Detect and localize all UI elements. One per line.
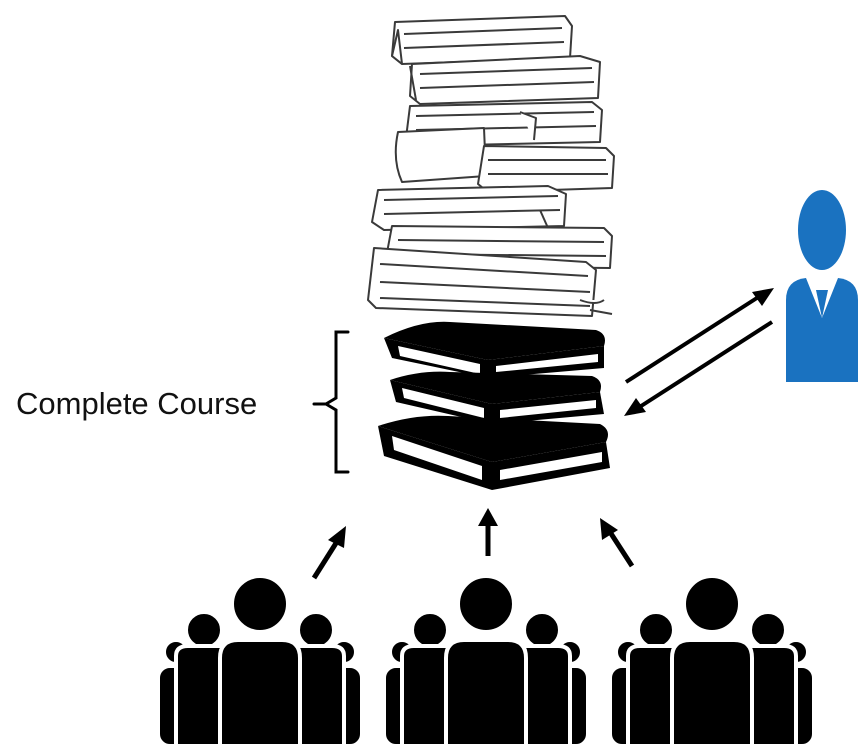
sketched-book-stack-icon [367,15,615,317]
solid-book-b [390,371,604,424]
course-bracket [312,330,350,474]
complete-course-label: Complete Course [16,386,258,421]
student-group-center [382,574,590,748]
arrow-center-group [478,508,498,556]
student-group-icon [156,574,816,748]
sketched-book-5 [371,185,567,231]
exchange-arrows [624,288,774,416]
sketched-book-2 [409,55,601,105]
student-group-right [608,574,816,748]
student-group-left [156,574,364,748]
arrow-to-instructor [624,288,774,384]
arrow-left-group [311,526,346,580]
solid-book-a [384,321,605,378]
sketched-book-4 [394,127,615,193]
solid-book-stack-icon [378,321,610,490]
student-arrows [311,508,635,580]
arrow-right-group [600,518,635,568]
sketched-book-7 [367,247,613,317]
solid-book-c [378,415,610,490]
arrow-to-course [624,320,774,416]
instructor-icon [786,190,858,382]
